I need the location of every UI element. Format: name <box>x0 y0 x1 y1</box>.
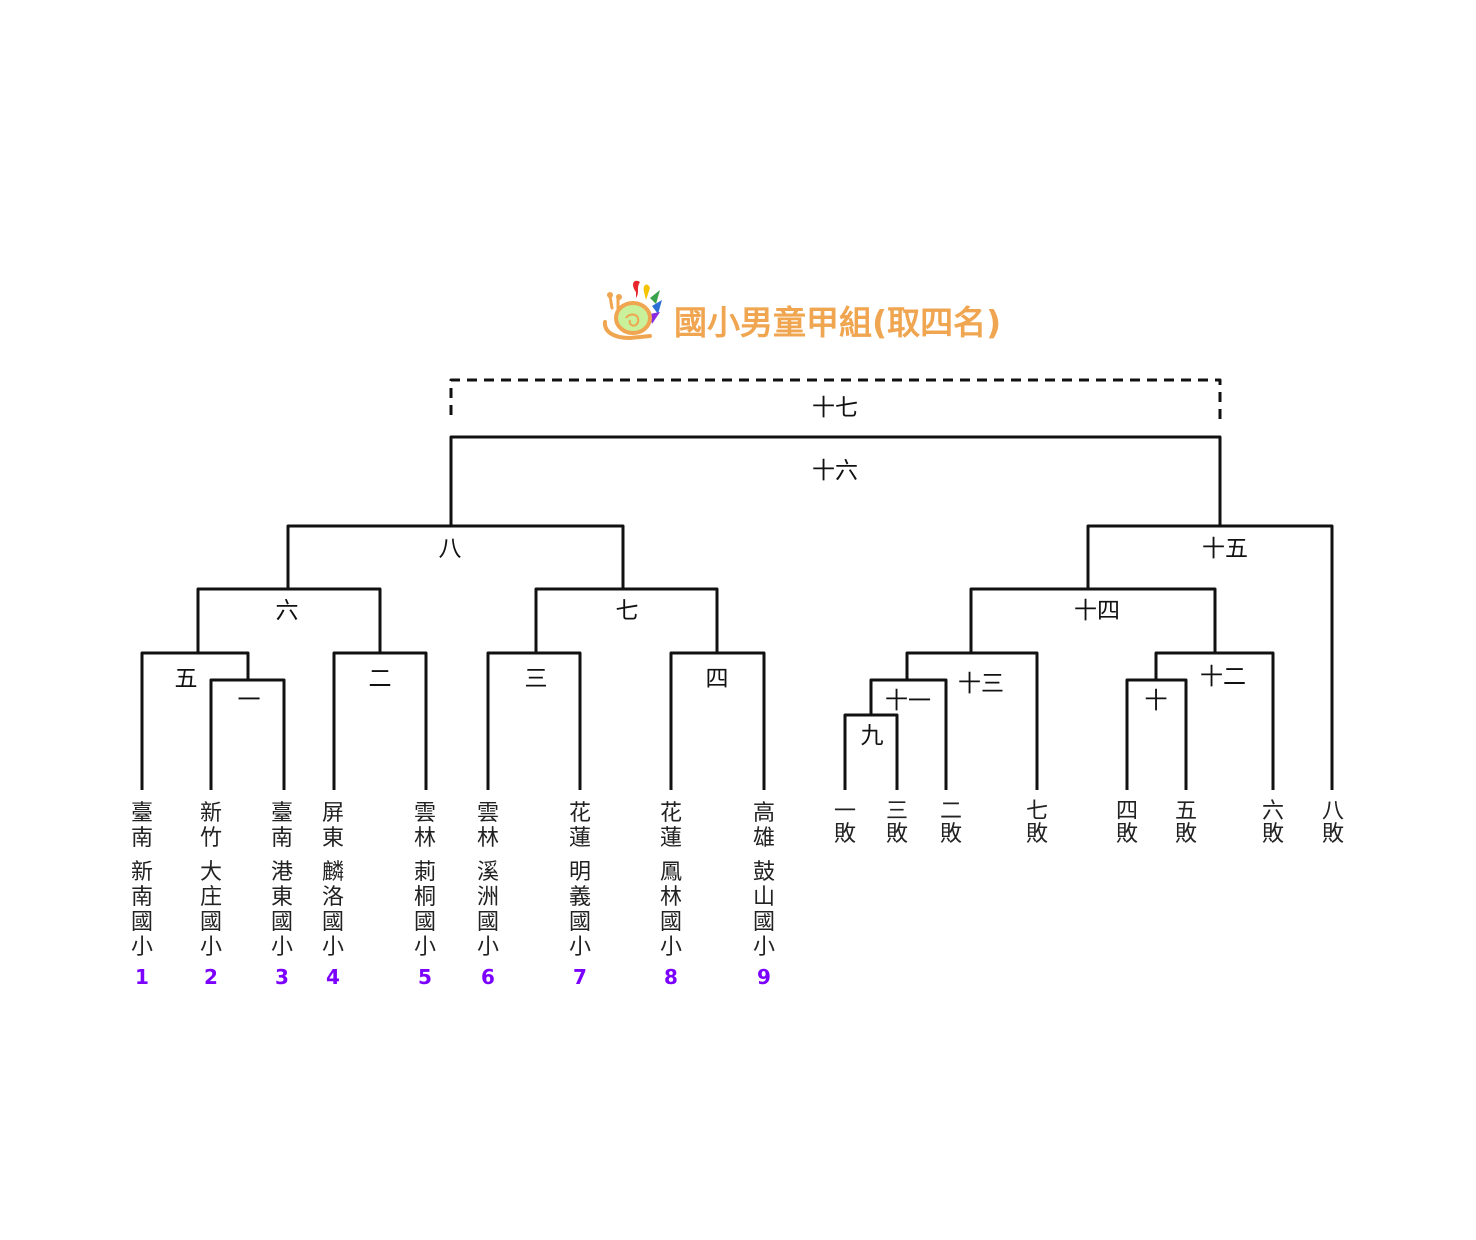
match-line-14 <box>969 587 1217 652</box>
round-label-6: 六 <box>276 598 299 624</box>
entrant-school: 溪洲國小 <box>477 860 499 960</box>
entrant-region: 新竹 <box>200 801 222 851</box>
match-line-3 <box>486 651 582 790</box>
match-line-12 <box>1154 651 1275 790</box>
entrant-school: 大庄國小 <box>200 860 222 960</box>
entrant-region: 屏東 <box>322 801 344 851</box>
loser-slot-label: 六敗 <box>1262 799 1284 847</box>
entrant-region: 臺南 <box>131 801 153 851</box>
round-label-3: 三 <box>525 666 548 692</box>
match-line-4 <box>669 651 766 790</box>
entrant-seed: 2 <box>204 965 218 989</box>
loser-slot-label: 五敗 <box>1175 799 1197 847</box>
entrant-region: 雲林 <box>414 801 436 851</box>
entrant-region: 高雄 <box>753 801 775 851</box>
entrant-school: 莿桐國小 <box>414 860 436 960</box>
entrant-seed: 5 <box>418 965 432 989</box>
round-label-2: 二 <box>369 666 392 692</box>
loser-slot-label: 八敗 <box>1322 799 1344 847</box>
final-bracket-line <box>449 378 1222 425</box>
entrant-school: 新南國小 <box>131 860 153 960</box>
round-label-17: 十七 <box>812 395 858 421</box>
loser-slot-label: 一敗 <box>834 799 856 847</box>
round-label-7: 七 <box>616 598 639 624</box>
entrant-region: 雲林 <box>477 801 499 851</box>
match-line-6 <box>196 587 382 652</box>
match-line-5 <box>140 651 250 790</box>
loser-slot-label: 四敗 <box>1116 799 1138 847</box>
round-label-11: 十一 <box>885 688 931 714</box>
round-label-14: 十四 <box>1074 598 1120 624</box>
round-label-13: 十三 <box>958 671 1004 697</box>
match-line-1 <box>209 678 286 790</box>
match-line-11 <box>869 678 948 790</box>
entrant-seed: 9 <box>757 965 771 989</box>
round-label-10: 十 <box>1145 688 1168 714</box>
entrant-seed: 8 <box>664 965 678 989</box>
entrant-seed: 3 <box>275 965 289 989</box>
round-label-1: 一 <box>238 687 261 713</box>
round-label-12: 十二 <box>1200 664 1246 690</box>
entrant-school: 鼓山國小 <box>753 860 775 960</box>
snail-mascot-icon <box>602 280 662 341</box>
match-line-15 <box>1086 524 1334 790</box>
entrant-region: 花蓮 <box>660 801 682 851</box>
entrant-school: 麟洛國小 <box>322 860 344 960</box>
round-label-9: 九 <box>861 723 884 749</box>
entrant-region: 臺南 <box>271 801 293 851</box>
round-label-8: 八 <box>439 536 462 562</box>
entrant-school: 鳳林國小 <box>660 860 682 960</box>
round-label-15: 十五 <box>1202 536 1248 562</box>
page-title: 國小男童甲組(取四名) <box>674 303 1001 342</box>
match-line-13 <box>905 651 1039 790</box>
match-line-8 <box>286 524 625 588</box>
loser-slot-label: 二敗 <box>940 799 962 847</box>
entrant-seed: 4 <box>326 965 340 989</box>
entrant-region: 花蓮 <box>569 801 591 851</box>
match-line-2 <box>332 651 428 790</box>
round-label-4: 四 <box>706 666 729 692</box>
bracket-lines <box>140 378 1334 790</box>
entrant-school: 港東國小 <box>271 860 293 960</box>
match-line-16 <box>449 435 1222 525</box>
entrant-seed: 6 <box>481 965 495 989</box>
round-label-16: 十六 <box>812 458 858 484</box>
match-line-10 <box>1125 678 1188 790</box>
match-line-9 <box>843 713 899 790</box>
match-line-7 <box>534 587 719 652</box>
loser-slot-label: 三敗 <box>886 799 908 847</box>
entrant-seed: 7 <box>573 965 587 989</box>
loser-slot-label: 七敗 <box>1026 799 1048 847</box>
entrant-seed: 1 <box>135 965 149 989</box>
entrant-school: 明義國小 <box>569 860 591 960</box>
round-label-5: 五 <box>175 666 198 692</box>
